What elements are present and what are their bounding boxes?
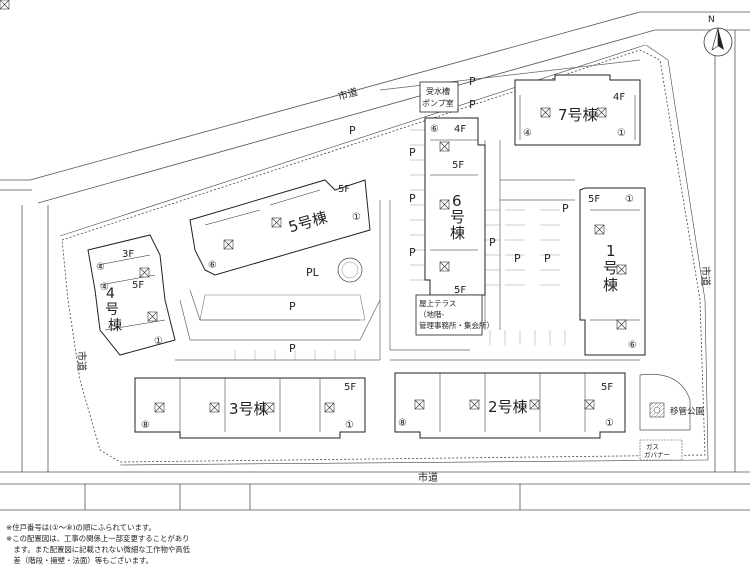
note-line-2: ※この配置図は、工事の関係上一部変更することがあり	[6, 534, 190, 543]
svg-text:P: P	[562, 202, 569, 215]
building-7-unit-start: ④	[523, 128, 532, 139]
rooftop-terrace: 屋上テラス （地階- 管理事務所・集会所）	[415, 294, 494, 336]
building-1-unit-start: ①	[625, 194, 634, 205]
terrace-line-1: 屋上テラス	[419, 299, 456, 308]
building-4	[87, 234, 176, 356]
building-6-label-3: 棟	[450, 224, 465, 242]
svg-text:N: N	[708, 15, 715, 25]
road-lines	[0, 11, 750, 511]
building-5-floors: 5F	[338, 184, 350, 195]
water-tank-pump-room: 受水槽 ポンプ室	[419, 81, 459, 113]
building-4-label-1: 4	[106, 286, 115, 302]
road-label-west: 市道	[75, 351, 88, 371]
svg-text:P: P	[514, 252, 521, 265]
transferred-park	[639, 373, 691, 431]
svg-text:受水槽: 受水槽	[426, 86, 450, 96]
building-2-label: 2号棟	[488, 398, 528, 416]
building-2-floors: 5F	[601, 382, 613, 393]
building-6-unit: ⑥	[430, 124, 439, 135]
building-3-unit-start: ⑧	[141, 420, 150, 431]
north-compass: N	[703, 15, 733, 57]
building-2-unit-start: ⑧	[398, 418, 407, 429]
building-3-label: 3号棟	[229, 400, 269, 418]
building-1-floors: 5F	[588, 194, 600, 205]
site-boundary	[61, 49, 706, 463]
note-line-3: ます。また配置図に記載されない微細な工作物や高低	[6, 545, 191, 554]
building-4-floors-top: 3F	[122, 249, 134, 260]
svg-text:P: P	[289, 342, 296, 355]
svg-text:P: P	[489, 236, 496, 249]
svg-text:P: P	[289, 300, 296, 313]
svg-text:P: P	[544, 252, 551, 265]
building-7	[514, 74, 641, 146]
building-3	[134, 377, 366, 439]
building-1-label-1: 1	[606, 242, 616, 260]
svg-text:P: P	[409, 146, 416, 159]
svg-text:P: P	[409, 192, 416, 205]
unit-markers	[0, 0, 627, 413]
building-4-unit-b: ④	[100, 282, 109, 293]
svg-text:ガス: ガス	[646, 442, 659, 451]
building-7-label: 7号棟	[558, 106, 598, 124]
building-5	[189, 179, 371, 276]
building-4-floors-mid: 5F	[132, 280, 144, 291]
building-6-label-2: 号	[450, 208, 465, 226]
svg-text:P: P	[469, 75, 476, 88]
building-7-floors: 4F	[613, 92, 625, 103]
road-label-east: 市道	[699, 266, 712, 286]
building-4-label-2: 号	[105, 302, 119, 318]
building-7-unit-end: ①	[617, 128, 626, 139]
svg-text:ガバナー: ガバナー	[644, 450, 670, 459]
notes: ※住戸番号は(①〜⑧)の順にふられています。 ※この配置図は、工事の関係上一部変…	[6, 522, 306, 566]
building-4-label-3: 棟	[108, 318, 122, 334]
playlot-label: PL	[306, 266, 320, 279]
building-2	[394, 372, 626, 439]
svg-text:P: P	[409, 246, 416, 259]
building-5-unit-end: ①	[352, 212, 361, 223]
note-line-1: ※住戸番号は(①〜⑧)の順にふられています。	[6, 523, 156, 532]
building-6	[424, 117, 486, 296]
building-4-unit-c: ①	[154, 336, 163, 347]
building-1-label-2: 号	[603, 259, 618, 277]
building-1-label-3: 棟	[603, 276, 618, 294]
road-label-south: 市道	[418, 471, 438, 484]
building-3-floors: 5F	[344, 382, 356, 393]
parking-labels: P P P P P P P P P P P P	[289, 75, 569, 355]
building-4-unit-a: ④	[96, 262, 105, 273]
gas-governor: ガス ガバナー	[639, 439, 683, 461]
building-6-floors-mid: 5F	[452, 160, 464, 171]
terrace-line-2: （地階-	[419, 309, 444, 319]
building-1-unit-end: ⑥	[628, 340, 637, 351]
terrace-line-3: 管理事務所・集会所）	[419, 320, 494, 330]
building-3-unit-end: ①	[345, 420, 354, 431]
building-6-label-1: 6	[452, 192, 462, 210]
playlot-circle	[337, 257, 363, 283]
building-6-floors-top: 4F	[454, 124, 466, 135]
note-line-4: 差（階段・擁壁・法面）等もございます。	[6, 556, 154, 565]
park-label: 移管公園	[670, 406, 704, 417]
building-5-unit-start: ⑥	[208, 260, 217, 271]
building-2-unit-end: ①	[605, 418, 614, 429]
svg-text:P: P	[349, 124, 356, 137]
building-6-floors-bottom: 5F	[454, 285, 466, 296]
svg-text:P: P	[469, 98, 476, 111]
svg-text:ポンプ室: ポンプ室	[422, 98, 454, 108]
